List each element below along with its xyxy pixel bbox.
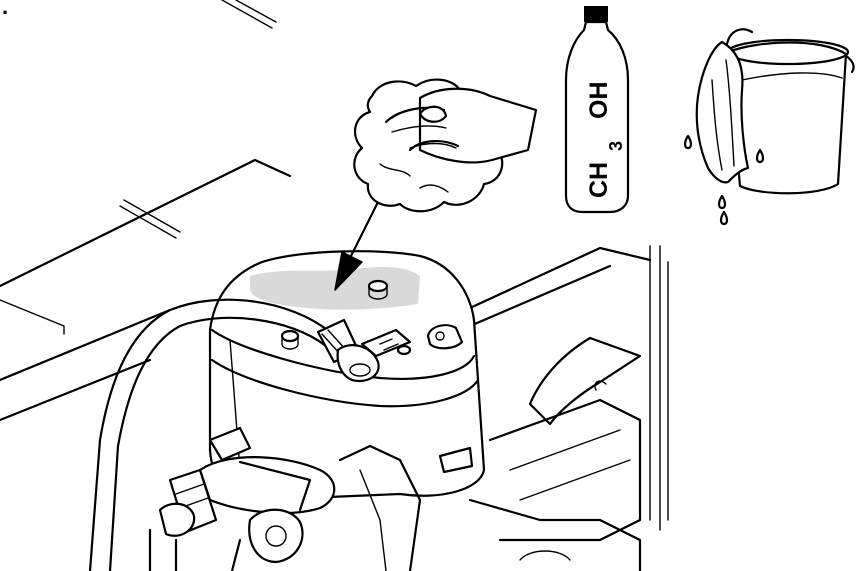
methanol-formula-ch: CH <box>585 162 613 198</box>
methanol-formula-oh: OH <box>585 82 613 120</box>
bucket-with-cloth-icon <box>685 29 854 224</box>
corner-mark: . <box>2 0 8 19</box>
cloth-in-hand-icon <box>354 80 536 212</box>
methanol-bottle-icon: CH 3 OH <box>566 6 628 212</box>
methanol-formula-subscript: 3 <box>606 141 626 151</box>
